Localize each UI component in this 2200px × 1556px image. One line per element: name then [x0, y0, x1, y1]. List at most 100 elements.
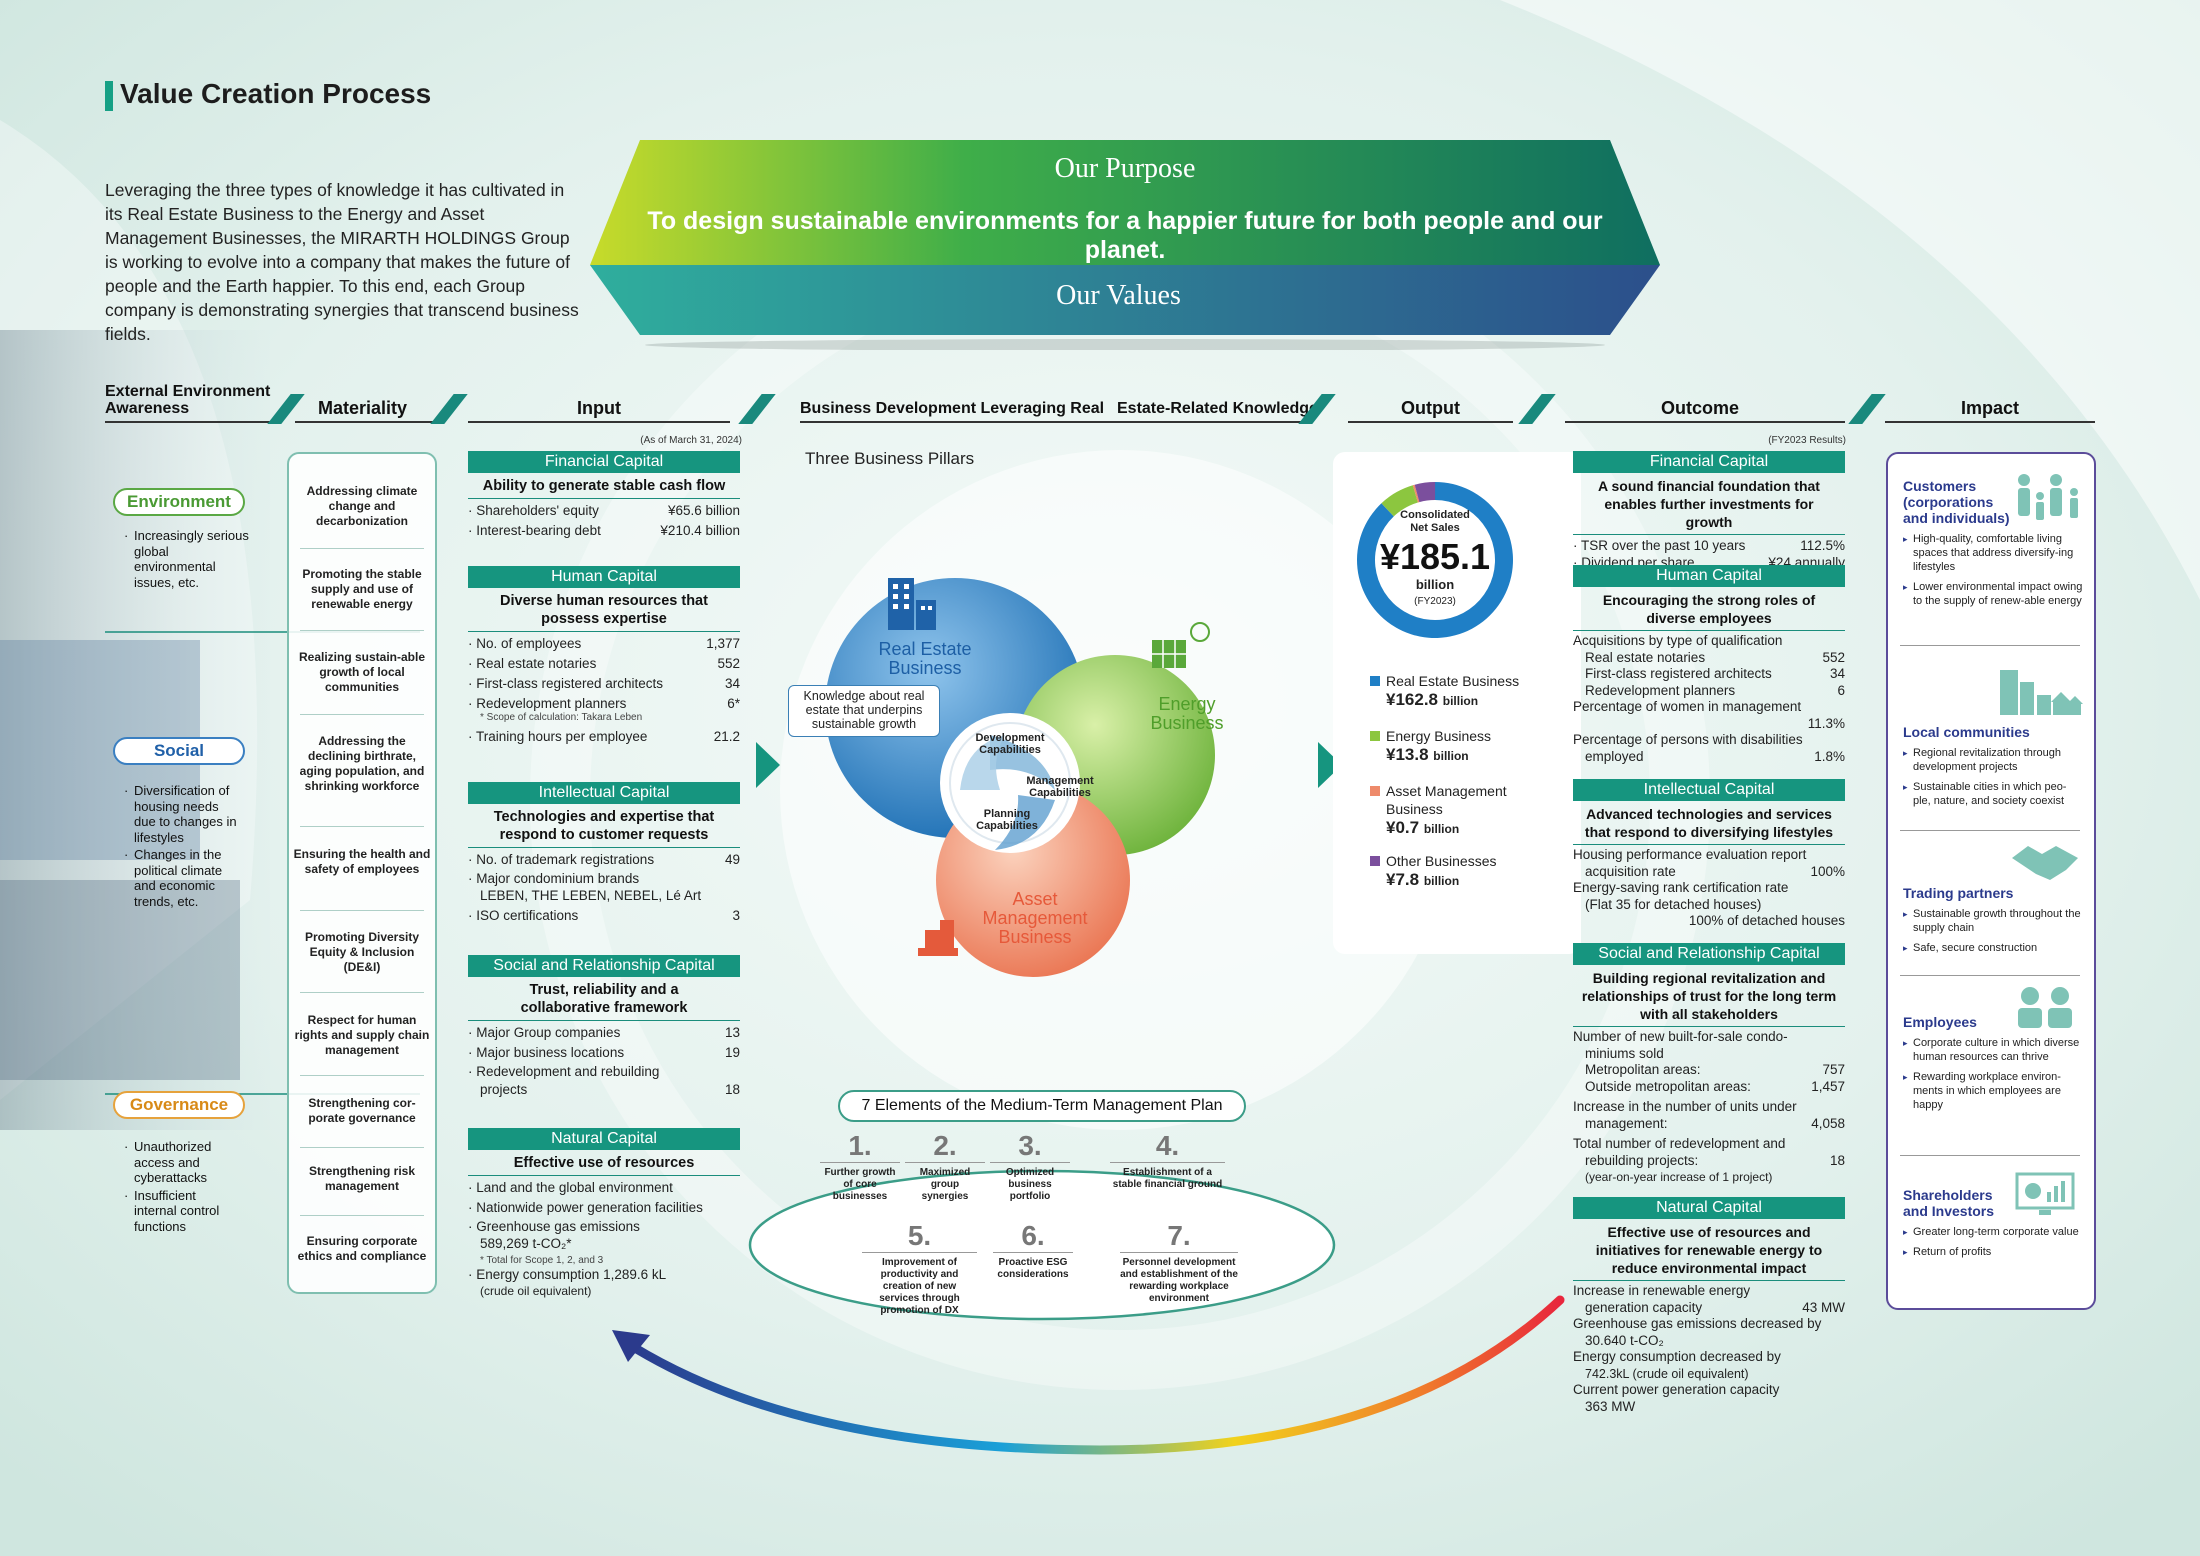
input-human: Human Capital Diverse human resources th… — [468, 566, 740, 747]
section-subtitle: Encouraging the strong roles of diverse … — [1602, 592, 1816, 626]
divider — [905, 1162, 985, 1163]
section-subtitle: Diverse human resources that possess exp… — [500, 593, 708, 627]
real-estate-label: Real Estate Business — [878, 639, 972, 678]
asset-label: Asset Management Business — [982, 889, 1088, 947]
section-subtitle: Building regional revitalization and rel… — [1581, 970, 1837, 1022]
table-row: rebuilding projects:18 — [1585, 1152, 1845, 1168]
section-title: Social and Relationship Capital — [1573, 943, 1845, 965]
list-item: Insufficient internal control functions — [122, 1188, 242, 1235]
outcome-human: Human Capital Encouraging the strong rol… — [1573, 565, 1845, 765]
impact-item: Regional revitalization through developm… — [1903, 746, 2083, 774]
section-title: Intellectual Capital — [468, 782, 740, 804]
list-item: (Flat 35 for detached houses) — [1585, 896, 1762, 912]
energy-unit: (crude oil equivalent) — [480, 1284, 592, 1298]
separator — [300, 548, 424, 549]
impact-trading: Trading partners Sustainable growth thro… — [1903, 885, 2083, 955]
outcome-natural: Natural Capital Effective use of resourc… — [1573, 1197, 1845, 1415]
separator — [300, 1215, 424, 1216]
impact-item: High-quality, comfortable living spaces … — [1903, 532, 2083, 574]
purpose-label: Our Purpose — [1054, 153, 1196, 184]
table-row: Major condominium brands — [468, 870, 740, 887]
city-icon — [2000, 670, 2083, 715]
asset-management-icon — [918, 920, 958, 956]
business-pillars-diagram — [825, 578, 1215, 977]
element-6: 6. Proactive ESG considerations — [993, 1220, 1073, 1281]
employees-icon — [2018, 987, 2072, 1028]
col-business-a: Business Development Leveraging Real — [800, 400, 1105, 417]
separator — [300, 630, 424, 631]
table-row: Redevelopment and rebuilding — [468, 1063, 740, 1081]
table-row: Shareholders' equity¥65.6 billion — [468, 501, 740, 521]
materiality-item: Strengthening cor-porate governance — [308, 1096, 416, 1125]
divider — [1573, 1280, 1845, 1281]
list-item: Energy consumption decreased by — [1573, 1349, 1781, 1364]
section-title: Natural Capital — [1573, 1197, 1845, 1219]
list-item: Number of new built-for-sale condo- — [1573, 1029, 1788, 1044]
list-item: Energy-saving rank certification rate — [1573, 880, 1789, 895]
materiality-item: Respect for human rights and supply chai… — [294, 1013, 430, 1057]
divider — [820, 1162, 900, 1163]
col-line — [800, 421, 1307, 423]
col-line — [105, 421, 280, 423]
purpose-banner — [590, 140, 1660, 350]
separator — [300, 992, 424, 993]
divider — [862, 1252, 977, 1253]
col-materiality: Materiality — [317, 398, 408, 418]
section-title: Financial Capital — [1573, 451, 1845, 473]
pillars-title: Three Business Pillars — [805, 449, 975, 468]
impact-title: Trading partners — [1903, 885, 2014, 901]
col-line — [1885, 421, 2095, 423]
materiality-item: Promoting Diversity Equity & Inclusion (… — [304, 930, 420, 974]
impact-shareholders: Shareholders and Investors Greater long-… — [1903, 1187, 2083, 1259]
element-1: 1. Further growth of core businesses — [820, 1130, 900, 1203]
legend-other: Other Businesses ¥7.8 billion — [1370, 852, 1570, 890]
section-subtitle: Ability to generate stable cash flow — [482, 478, 726, 494]
list-item: Increase in the number of units under — [1573, 1099, 1797, 1114]
donut-segments — [1357, 482, 1513, 638]
elements-title: 7 Elements of the Medium-Term Management… — [838, 1090, 1246, 1122]
environment-pill: Environment — [113, 488, 245, 516]
input-social: Social and Relationship Capital Trust, r… — [468, 955, 740, 1099]
list-item: Land and the global environment — [468, 1178, 740, 1198]
divider — [1573, 1026, 1845, 1027]
impact-title: Local communities — [1903, 724, 2030, 740]
materiality-item: Ensuring corporate ethics and compliance — [297, 1234, 427, 1263]
materiality-item: Promoting the stable supply and use of r… — [302, 567, 422, 611]
divider — [1573, 844, 1845, 845]
col-output: Output — [1401, 398, 1460, 418]
table-row: management:4,058 — [1585, 1115, 1845, 1131]
divider — [1573, 534, 1845, 535]
list-item: Housing performance evaluation report — [1573, 847, 1807, 862]
separator — [300, 910, 424, 911]
impact-employees: Employees Corporate culture in which div… — [1903, 1014, 2083, 1112]
element-4: 4. Establishment of a stable financial g… — [1110, 1130, 1225, 1191]
element-2: 2. Maximized group synergies — [905, 1130, 985, 1203]
col-line — [295, 421, 435, 423]
divider — [468, 631, 740, 632]
list-item: Unauthorized access and cyberattacks — [122, 1139, 242, 1186]
separator — [1900, 830, 2080, 831]
social-pill: Social — [113, 737, 245, 765]
impact-item: Safe, secure construction — [1903, 941, 2083, 955]
section-title: Financial Capital — [468, 451, 740, 473]
chart-monitor-icon — [2015, 1172, 2075, 1215]
separator — [300, 826, 424, 827]
donut-slice-3 — [1414, 482, 1436, 503]
donut-slice-2 — [1412, 484, 1420, 503]
divider — [990, 1162, 1070, 1163]
section-title: Natural Capital — [468, 1128, 740, 1150]
list-item: Changes in the political climate and eco… — [122, 847, 242, 909]
materiality-item: Strengthening risk management — [308, 1164, 415, 1193]
outcome-fy: (FY2023 Results) — [1768, 435, 1846, 446]
